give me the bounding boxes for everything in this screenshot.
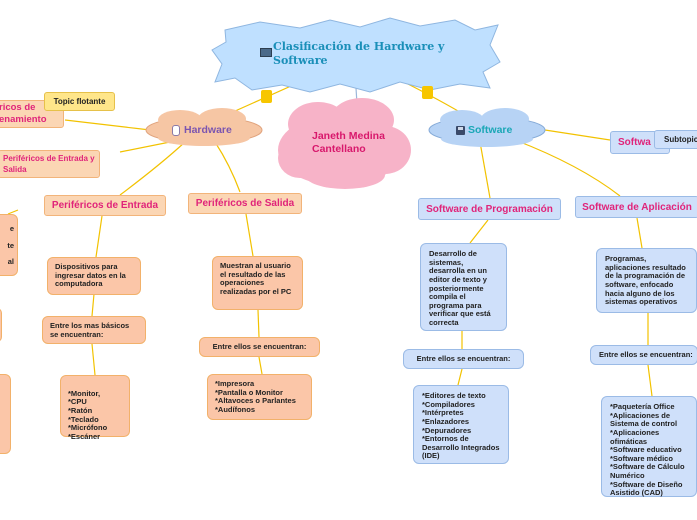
application-software-intro[interactable]: Entre ellos se encuentran: [590, 345, 697, 365]
programming-software-desc-text: Desarrollo de sistemas, desarrolla en un… [429, 249, 491, 327]
floppy-icon [456, 125, 465, 135]
hardware-cloud [145, 108, 263, 146]
central-title: Clasificación de Hardware y Software [273, 40, 445, 68]
input-peripherals-desc[interactable]: Dispositivos para ingresar datos en la c… [47, 257, 141, 295]
author-name: Janeth Medina Cantellano [312, 130, 385, 155]
programming-software-desc[interactable]: Desarrollo de sistemas, desarrolla en un… [420, 243, 507, 331]
software-branch-handle[interactable] [422, 86, 433, 99]
output-peripherals-desc[interactable]: Muestran al usuario el resultado de las … [212, 256, 303, 310]
input-peripherals-desc-text: Dispositivos para ingresar datos en la c… [55, 262, 126, 289]
storage-peripherals-label: ricos de enamiento [0, 102, 47, 125]
computer-icon [260, 48, 272, 57]
floating-topic[interactable]: Topic flotante [44, 92, 115, 111]
subtopic[interactable]: Subtopic [654, 130, 697, 149]
input-peripherals-items: *Monitor, *CPU *Ratón *Teclado *Micrófon… [68, 388, 108, 441]
io-peripherals-topic[interactable]: Periféricos de Entrada y Salida [0, 150, 100, 178]
output-peripherals-title: Periféricos de Salida [195, 198, 295, 209]
subtopic-label: Subtopic [664, 135, 697, 144]
io-intro-box[interactable] [0, 308, 2, 342]
programming-software-title: Software de Programación [426, 203, 553, 215]
application-software-title: Software de Aplicación [582, 201, 692, 213]
output-peripherals-desc-text: Muestran al usuario el resultado de las … [220, 261, 292, 296]
io-peripherals-label: Periféricos de Entrada y Salida [3, 153, 95, 174]
software-topic[interactable]: Software [456, 122, 536, 138]
programming-software-intro-text: Entre ellos se encuentran: [416, 353, 511, 363]
output-peripherals-items: *Impresora *Pantalla o Monitor *Altavoce… [215, 379, 296, 414]
application-software-desc-text: Programas, aplicaciones resultado de la … [605, 254, 686, 307]
io-fragment-3: al [7, 257, 14, 267]
input-peripherals-list[interactable]: *Monitor, *CPU *Ratón *Teclado *Micrófon… [60, 375, 130, 441]
author-cloud [278, 98, 411, 189]
input-peripherals-intro[interactable]: Entre los mas básicos se encuentran: [42, 316, 146, 344]
application-software-list[interactable]: *Paquetería Office *Aplicaciones de Sist… [601, 396, 697, 497]
application-software-items: *Paquetería Office *Aplicaciones de Sist… [610, 402, 685, 498]
floating-topic-label: Topic flotante [53, 97, 106, 106]
hardware-label: Hardware [184, 124, 232, 136]
output-peripherals-list[interactable]: *Impresora *Pantalla o Monitor *Altavoce… [207, 374, 312, 420]
software-cloud [428, 108, 546, 147]
output-peripherals-topic[interactable]: Periféricos de Salida [188, 193, 302, 214]
application-software-desc[interactable]: Programas, aplicaciones resultado de la … [596, 248, 697, 313]
programming-software-items: *Editores de texto *Compiladores *Intérp… [422, 391, 500, 461]
io-fragment-1: e [9, 224, 14, 233]
system-software-label: Softwa [618, 137, 651, 148]
io-desc-box[interactable]: e te al [0, 214, 18, 276]
hardware-branch-handle[interactable] [261, 90, 272, 103]
io-items-box[interactable] [0, 374, 11, 454]
programming-software-intro[interactable]: Entre ellos se encuentran: [403, 349, 524, 369]
programming-software-list[interactable]: *Editores de texto *Compiladores *Intérp… [413, 385, 509, 464]
mouse-icon [172, 124, 180, 136]
input-peripherals-topic[interactable]: Periféricos de Entrada [44, 195, 166, 216]
input-peripherals-title: Periféricos de Entrada [51, 200, 159, 211]
output-peripherals-intro-text: Entre ellos se encuentran: [212, 341, 307, 351]
application-software-intro-text: Entre ellos se encuentran: [599, 349, 693, 359]
central-topic[interactable]: Clasificación de Hardware y Software [258, 40, 458, 76]
output-peripherals-intro[interactable]: Entre ellos se encuentran: [199, 337, 320, 357]
central-topic-shape [211, 17, 501, 93]
application-software-topic[interactable]: Software de Aplicación [575, 196, 697, 218]
programming-software-topic[interactable]: Software de Programación [418, 198, 561, 220]
author-topic[interactable]: Janeth Medina Cantellano [312, 130, 392, 155]
io-fragment-2: te [7, 240, 14, 250]
input-peripherals-intro-text: Entre los mas básicos se encuentran: [50, 321, 130, 339]
software-label: Software [468, 124, 513, 136]
hardware-topic[interactable]: Hardware [172, 122, 252, 138]
